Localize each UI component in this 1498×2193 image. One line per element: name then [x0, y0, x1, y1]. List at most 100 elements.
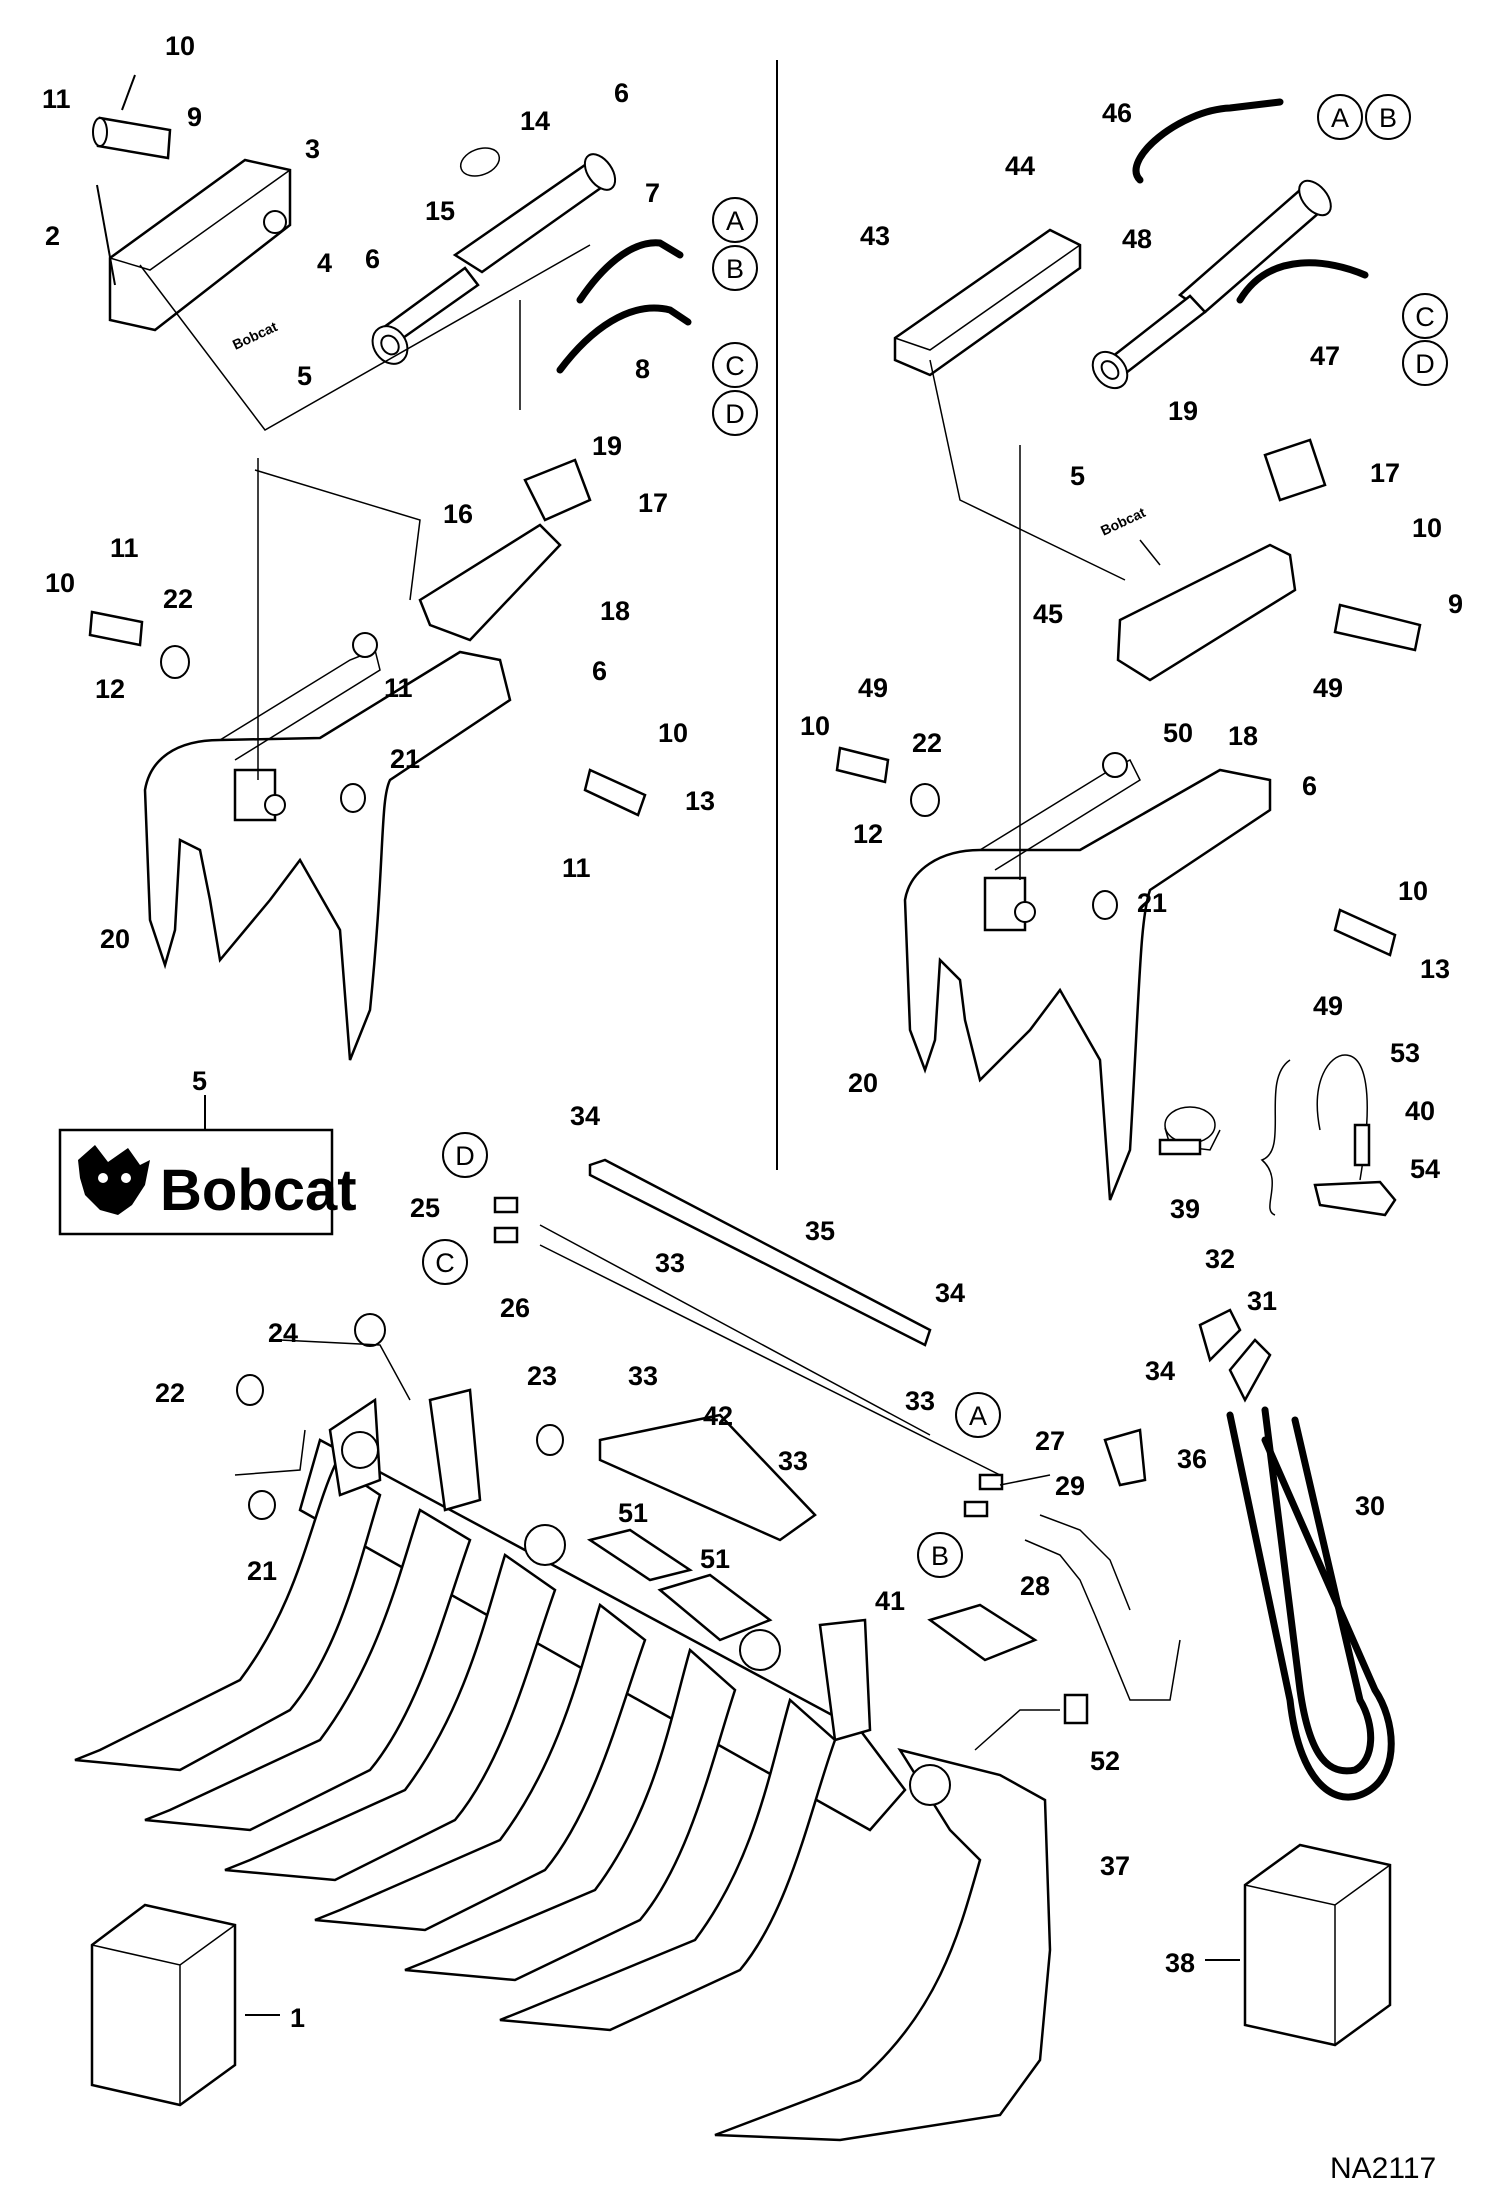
callout-24: 24	[268, 1318, 298, 1348]
callout-49: 49	[1313, 991, 1343, 1021]
callout-11: 11	[384, 673, 413, 703]
bushing-23	[536, 1424, 564, 1456]
connection-d-left	[712, 390, 758, 436]
callout-34: 34	[1145, 1356, 1175, 1386]
hose-47	[1236, 259, 1369, 304]
callout-36: 36	[1177, 1444, 1207, 1474]
callout-33: 33	[628, 1361, 658, 1391]
callout-42: 42	[703, 1401, 733, 1431]
svg-text:D: D	[455, 1141, 475, 1171]
fitting-27-b	[963, 1500, 989, 1518]
plate-41	[927, 1603, 1038, 1662]
callout-23: 23	[527, 1361, 557, 1391]
callout-14: 14	[520, 106, 550, 136]
connection-c-right	[1402, 293, 1448, 339]
frame-20-right	[903, 752, 1272, 1201]
callout-10: 10	[45, 568, 75, 598]
fitting-31	[1228, 1338, 1272, 1403]
callout-40: 40	[1405, 1096, 1435, 1126]
cylinder-cover-left	[108, 158, 292, 332]
callout-13: 13	[685, 786, 715, 816]
callout-10: 10	[800, 711, 830, 741]
callout-12: 12	[95, 674, 125, 704]
callout-6: 6	[614, 78, 629, 108]
callout-7: 7	[645, 178, 660, 208]
pin-12-left	[88, 610, 144, 647]
callout-29: 29	[1055, 1471, 1085, 1501]
callout-15: 15	[425, 196, 455, 226]
callout-44: 44	[1005, 151, 1035, 181]
fitting-27-a	[978, 1473, 1004, 1491]
callout-35: 35	[805, 1216, 835, 1246]
callout-41: 41	[875, 1586, 905, 1616]
bushing-21-left	[340, 783, 366, 813]
kit-box-38	[1205, 1843, 1392, 2047]
connection-b-lower	[917, 1532, 963, 1578]
callout-50: 50	[1163, 718, 1193, 748]
callout-33: 33	[905, 1386, 935, 1416]
bobcat-logo: Bobcat	[58, 1095, 357, 1236]
callout-51: 51	[700, 1544, 730, 1574]
callout-46: 46	[1102, 98, 1132, 128]
ring-14	[459, 147, 501, 177]
callout-4: 4	[317, 248, 332, 278]
callout-51: 51	[618, 1498, 648, 1528]
left-cylinder-group: Bobcat	[88, 74, 692, 1061]
callout-34: 34	[570, 1101, 600, 1131]
svg-text:D: D	[725, 399, 745, 429]
callout-28: 28	[1020, 1571, 1050, 1601]
callout-10: 10	[1412, 513, 1442, 543]
callout-20: 20	[848, 1068, 878, 1098]
hose-30	[1226, 1411, 1395, 1801]
callout-31: 31	[1247, 1286, 1277, 1316]
pin-9-right	[1333, 603, 1422, 652]
callout-17: 17	[1370, 458, 1400, 488]
callout-10: 10	[1398, 876, 1428, 906]
bushing-21-right	[1092, 890, 1118, 920]
callout-32: 32	[1205, 1244, 1235, 1274]
callout-5: 5	[297, 361, 312, 391]
callout-1: 1	[290, 2003, 305, 2033]
svg-text:B: B	[931, 1541, 949, 1571]
svg-text:D: D	[1415, 349, 1435, 379]
hose-8	[556, 304, 692, 374]
frame-20-left	[143, 632, 512, 1061]
callout-49: 49	[858, 673, 888, 703]
plate-51-a	[586, 1528, 694, 1582]
bobcat-head-icon	[78, 1145, 150, 1215]
callout-9: 9	[1448, 589, 1463, 619]
fitting-32	[1198, 1308, 1242, 1363]
connection-d-lower	[442, 1132, 488, 1178]
callout-21: 21	[247, 1556, 277, 1586]
callout-20: 20	[100, 924, 130, 954]
tubes-26	[539, 1224, 1001, 1476]
pin-13-left	[583, 768, 647, 817]
svg-text:C: C	[435, 1248, 455, 1278]
connection-c-lower	[422, 1239, 468, 1285]
callout-37: 37	[1100, 1851, 1130, 1881]
clamp-39	[1158, 1106, 1221, 1156]
pin-9-left	[96, 116, 172, 160]
guard-45	[1116, 543, 1297, 682]
cap-52	[1063, 1693, 1089, 1725]
callout-19: 19	[1168, 396, 1198, 426]
callout-18: 18	[1228, 721, 1258, 751]
decal-5-left: Bobcat	[230, 318, 280, 353]
retainer-53-40-54	[1313, 1054, 1397, 1217]
kit-box-1	[90, 1903, 280, 2107]
callout-5-logo: 5	[192, 1066, 207, 1096]
fitting-25-d	[493, 1196, 519, 1214]
callout-34: 34	[935, 1278, 965, 1308]
connection-a-lower	[955, 1392, 1001, 1438]
svg-text:C: C	[725, 351, 745, 381]
callout-8: 8	[635, 354, 650, 384]
connection-c-left	[712, 342, 758, 388]
right-cylinder-group: Bobcat	[835, 98, 1422, 1217]
decal-5-right: Bobcat	[1098, 504, 1148, 539]
callout-3: 3	[305, 134, 320, 164]
callout-25: 25	[410, 1193, 440, 1223]
svg-text:B: B	[1379, 103, 1397, 133]
mounting-plates	[328, 1388, 951, 1806]
callout-33: 33	[778, 1446, 808, 1476]
